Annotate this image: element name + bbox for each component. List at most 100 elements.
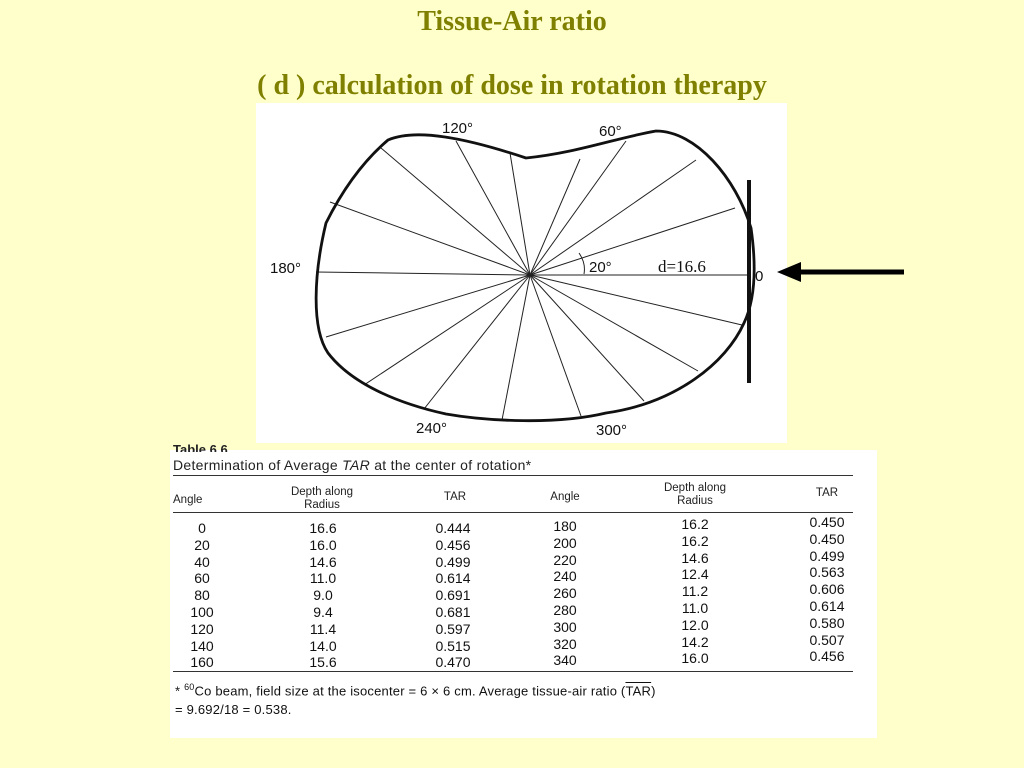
table-cell-angle: 200 — [553, 534, 577, 551]
angle-label-60: 60° — [599, 123, 622, 140]
slide-subtitle: ( d ) calculation of dose in rotation th… — [257, 70, 767, 101]
angle-arc — [578, 252, 585, 275]
table-cell-angle: 80 — [194, 587, 210, 604]
rotation-contour-diagram: 120° 60° 180° 20° 0 240° 300° d=16.6 — [270, 120, 904, 439]
angle-label-20: 20° — [589, 259, 612, 276]
table-cell-tar: 0.563 — [809, 564, 845, 581]
table-cell-angle: 280 — [553, 601, 577, 618]
table-cell-angle: 60 — [194, 570, 210, 587]
table-cell-angle: 240 — [553, 568, 577, 585]
table-cell-tar: 0.597 — [435, 620, 471, 637]
table-heading-fragment: Table 6.6. — [173, 443, 232, 452]
slide-title: Tissue-Air ratio — [417, 6, 607, 37]
radius-line — [529, 274, 743, 326]
radius-line — [380, 147, 531, 276]
table-caption: Determination of Average TAR at the cent… — [173, 457, 532, 473]
radius-line — [363, 274, 531, 386]
table-cell-tar: 0.580 — [809, 614, 845, 631]
table-cell-depth: 16.0 — [681, 650, 709, 667]
table-cell-depth: 11.4 — [309, 620, 337, 637]
table-cell-angle: 20 — [194, 536, 210, 553]
depth-label: d=16.6 — [658, 257, 706, 276]
table-cell-depth: 14.0 — [309, 637, 337, 654]
table-cell-angle: 220 — [553, 551, 577, 568]
beam-arrow-icon — [777, 262, 904, 282]
diagram-panel — [256, 103, 787, 443]
header-angle-left: Angle — [173, 494, 203, 506]
table-cell-angle: 140 — [190, 637, 214, 654]
radius-line — [423, 274, 531, 410]
radius-line — [329, 201, 531, 276]
angle-label-180: 180° — [270, 260, 301, 277]
table-cell-angle: 180 — [553, 518, 577, 534]
radius-line — [529, 274, 699, 372]
radius-lines — [315, 140, 749, 421]
table-cell-angle: 0 — [198, 520, 206, 536]
table-cell-angle: 260 — [553, 585, 577, 602]
table-cell-tar: 0.450 — [809, 530, 845, 547]
angle-label-300: 300° — [596, 422, 627, 439]
table-cell-depth: 16.6 — [309, 520, 337, 536]
radius-line — [529, 140, 627, 276]
table-cell-angle: 320 — [553, 635, 577, 652]
radius-line — [501, 274, 531, 421]
tar-table: Table 6.6. Determination of Average TAR … — [170, 443, 877, 738]
header-depth-left: Depth along Radius — [290, 486, 354, 511]
header-tar-left: TAR — [443, 491, 467, 503]
table-rule-top — [173, 475, 853, 476]
angle-label-0: 0 — [755, 268, 763, 285]
radius-line — [529, 158, 581, 276]
angle-label-240: 240° — [416, 420, 447, 437]
radius-line — [529, 159, 697, 276]
table-cell-depth: 11.0 — [309, 570, 337, 587]
table-cell-depth: 12.4 — [681, 566, 709, 583]
radius-line — [529, 207, 736, 276]
table-cell-depth: 14.2 — [681, 633, 709, 650]
table-cell-tar: 0.499 — [809, 547, 845, 564]
table-cell-tar: 0.614 — [809, 597, 845, 614]
table-cell-depth: 11.0 — [681, 599, 709, 616]
body-contour — [314, 129, 756, 423]
table-cell-angle: 40 — [194, 553, 210, 570]
table-cell-angle: 300 — [553, 618, 577, 635]
radius-line — [509, 152, 531, 276]
table-cell-depth: 12.0 — [681, 616, 709, 633]
table-cell-angle: 160 — [190, 654, 214, 671]
table-cell-depth: 16.2 — [681, 532, 709, 549]
table-cell-depth: 9.0 — [313, 587, 333, 604]
table-footnote: * 60Co beam, field size at the isocenter… — [175, 682, 656, 718]
table-cell-tar: 0.507 — [809, 631, 845, 648]
table-cell-tar: 0.606 — [809, 581, 845, 598]
table-rule-header — [173, 512, 853, 513]
radius-line — [529, 274, 582, 417]
table-cell-angle: 120 — [190, 620, 214, 637]
radius-line — [315, 271, 531, 276]
table-cell-depth: 14.6 — [681, 549, 709, 566]
table-cell-depth: 14.6 — [309, 553, 337, 570]
header-tar-right: TAR — [815, 487, 839, 499]
table-cell-tar: 0.681 — [435, 603, 471, 620]
table-cell-depth: 11.2 — [681, 583, 709, 600]
header-angle-right: Angle — [550, 491, 580, 503]
radius-line — [529, 274, 645, 402]
table-cell-tar: 0.691 — [435, 587, 471, 604]
radius-line — [455, 140, 531, 276]
table-cell-depth: 15.6 — [309, 654, 337, 671]
table-cell-depth: 9.4 — [313, 603, 333, 620]
table-cell-tar: 0.444 — [435, 520, 471, 536]
table-cell-tar: 0.450 — [809, 514, 845, 530]
table-rule-bottom — [173, 671, 853, 672]
table-cell-tar: 0.515 — [435, 637, 471, 654]
header-depth-right: Depth along Radius — [663, 482, 727, 507]
radius-line — [325, 274, 531, 338]
table-cell-tar: 0.470 — [435, 654, 471, 671]
table-cell-angle: 100 — [190, 603, 214, 620]
table-cell-depth: 16.2 — [681, 516, 709, 532]
table-cell-tar: 0.614 — [435, 570, 471, 587]
